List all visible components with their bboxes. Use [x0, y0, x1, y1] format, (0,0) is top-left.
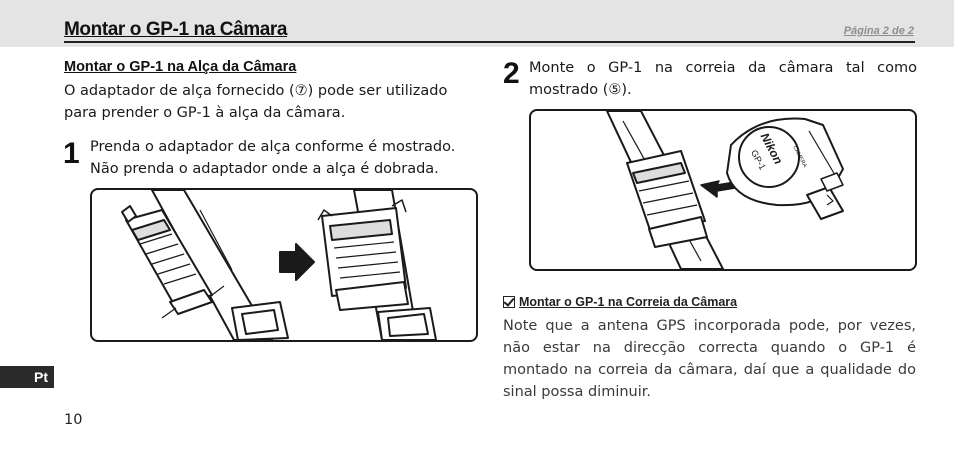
- left-adapter-icon: [121, 205, 225, 319]
- page-indicator: Página 2 de 2: [843, 25, 914, 37]
- step-2-number: 2: [503, 57, 520, 90]
- step-2-text: Monte o GP-1 na correia da câmara tal co…: [529, 60, 917, 98]
- gp1-mount-illustration: Nikon GP-1 CAMERA: [529, 109, 917, 271]
- direction-arrow-icon: [279, 243, 315, 281]
- checkbox-icon: [503, 296, 515, 308]
- header-band: [0, 0, 954, 47]
- right-adapter-icon: [317, 199, 409, 311]
- note-text: Note que a antena GPS incorporada pode, …: [503, 318, 916, 400]
- mount-direction-arrow-icon: [700, 180, 742, 198]
- strap-adapter-illustration: [90, 188, 478, 342]
- left-strap-loop: [231, 301, 289, 340]
- note-heading-row: Montar o GP-1 na Correia da Câmara: [503, 295, 737, 309]
- gp1-device-icon: [726, 117, 844, 220]
- step-1-text: Prenda o adaptador de alça conforme é mo…: [90, 139, 456, 177]
- note-heading: Montar o GP-1 na Correia da Câmara: [519, 295, 738, 309]
- right-strap-loop: [377, 307, 437, 340]
- gp1-mount-drawing: Nikon GP-1 CAMERA: [606, 111, 844, 269]
- page-title: Montar o GP-1 na Câmara: [64, 19, 288, 40]
- header-rule: [64, 41, 915, 43]
- step-1-number: 1: [63, 137, 80, 170]
- strap-adapter-drawing: [121, 190, 437, 340]
- page-number: 10: [64, 412, 83, 428]
- strap-intro-text: O adaptador de alça fornecido (⑦) pode s…: [64, 83, 448, 121]
- strap-adapter-icon: [626, 150, 708, 248]
- strap-subheading: Montar o GP-1 na Alça da Câmara: [64, 59, 297, 75]
- language-tab: Pt: [0, 366, 54, 388]
